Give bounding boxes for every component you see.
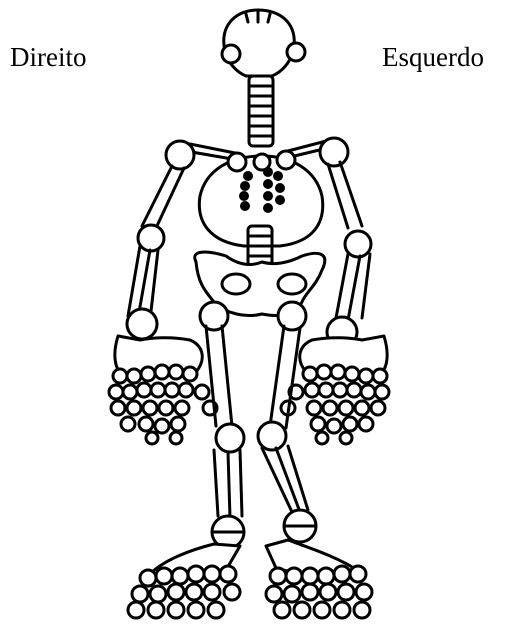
right-foot	[128, 544, 240, 618]
left-hand-phalanges	[281, 365, 389, 444]
left-leg	[258, 302, 316, 542]
right-arm	[127, 141, 194, 339]
cervical-spine	[249, 76, 273, 146]
right-foot-bones	[128, 566, 240, 618]
left-foot	[266, 540, 372, 618]
left-arm	[320, 138, 371, 347]
left-foot-bones	[266, 566, 372, 618]
right-leg	[200, 302, 244, 548]
right-hand-phalanges	[109, 365, 217, 444]
skull	[222, 10, 305, 76]
right-hand	[109, 336, 217, 444]
